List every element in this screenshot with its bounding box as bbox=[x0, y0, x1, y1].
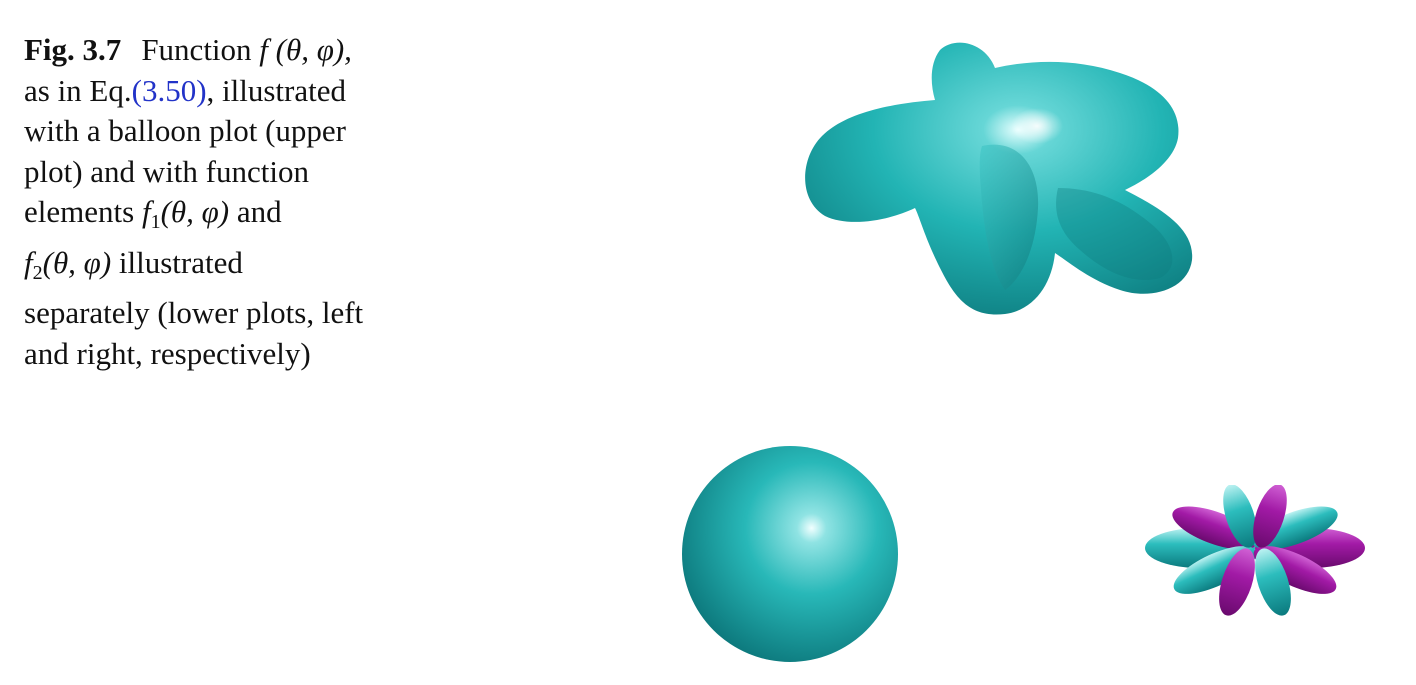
lobe-group bbox=[1145, 485, 1365, 616]
caption-line-4: plot) and with function bbox=[24, 153, 309, 189]
caption-math-f: f (θ, φ), bbox=[259, 32, 352, 67]
balloon-highlight bbox=[1011, 108, 1063, 144]
lobe-magenta bbox=[1219, 548, 1255, 616]
f1-args: (θ, φ) bbox=[160, 194, 230, 229]
sphere-surface bbox=[682, 446, 898, 662]
f2-args: (θ, φ) bbox=[42, 244, 112, 280]
f2-lobe-plot bbox=[1145, 485, 1365, 616]
balloon-plot bbox=[805, 42, 1193, 315]
f1-sphere-plot bbox=[682, 446, 898, 662]
figure-caption: Fig. 3.7 Function f (θ, φ), as in Eq.(3.5… bbox=[24, 30, 424, 374]
caption-text-illustrated: , illustrated bbox=[206, 72, 347, 108]
caption-line-3: with a balloon plot (upper bbox=[24, 113, 346, 148]
caption-line-8: and right, respectively) bbox=[24, 335, 311, 371]
caption-line-7: separately (lower plots, left bbox=[24, 295, 364, 330]
caption-text-and: and bbox=[236, 194, 282, 229]
caption-text-function: Function bbox=[141, 32, 252, 67]
caption-math-f1: f1(θ, φ) bbox=[141, 194, 230, 233]
f2-base: f bbox=[24, 244, 33, 280]
f2-subscript: 2 bbox=[32, 261, 43, 284]
caption-text-elements: elements bbox=[24, 194, 135, 229]
lobe-teal bbox=[1255, 548, 1291, 616]
f1-subscript: 1 bbox=[150, 211, 161, 233]
balloon-right-arm bbox=[1056, 188, 1173, 280]
caption-text-illustrated-2: illustrated bbox=[118, 244, 243, 280]
f1-base: f bbox=[141, 194, 151, 229]
caption-text-as-in-eq: as in Eq. bbox=[24, 72, 132, 108]
caption-math-f2: f2(θ, φ) bbox=[24, 244, 112, 284]
balloon-inner-arm bbox=[979, 144, 1039, 290]
lobe-magenta bbox=[1253, 485, 1287, 548]
equation-reference-link[interactable]: (3.50) bbox=[131, 72, 207, 108]
lobe-teal bbox=[1223, 485, 1257, 548]
figure-label: Fig. 3.7 bbox=[24, 32, 122, 67]
